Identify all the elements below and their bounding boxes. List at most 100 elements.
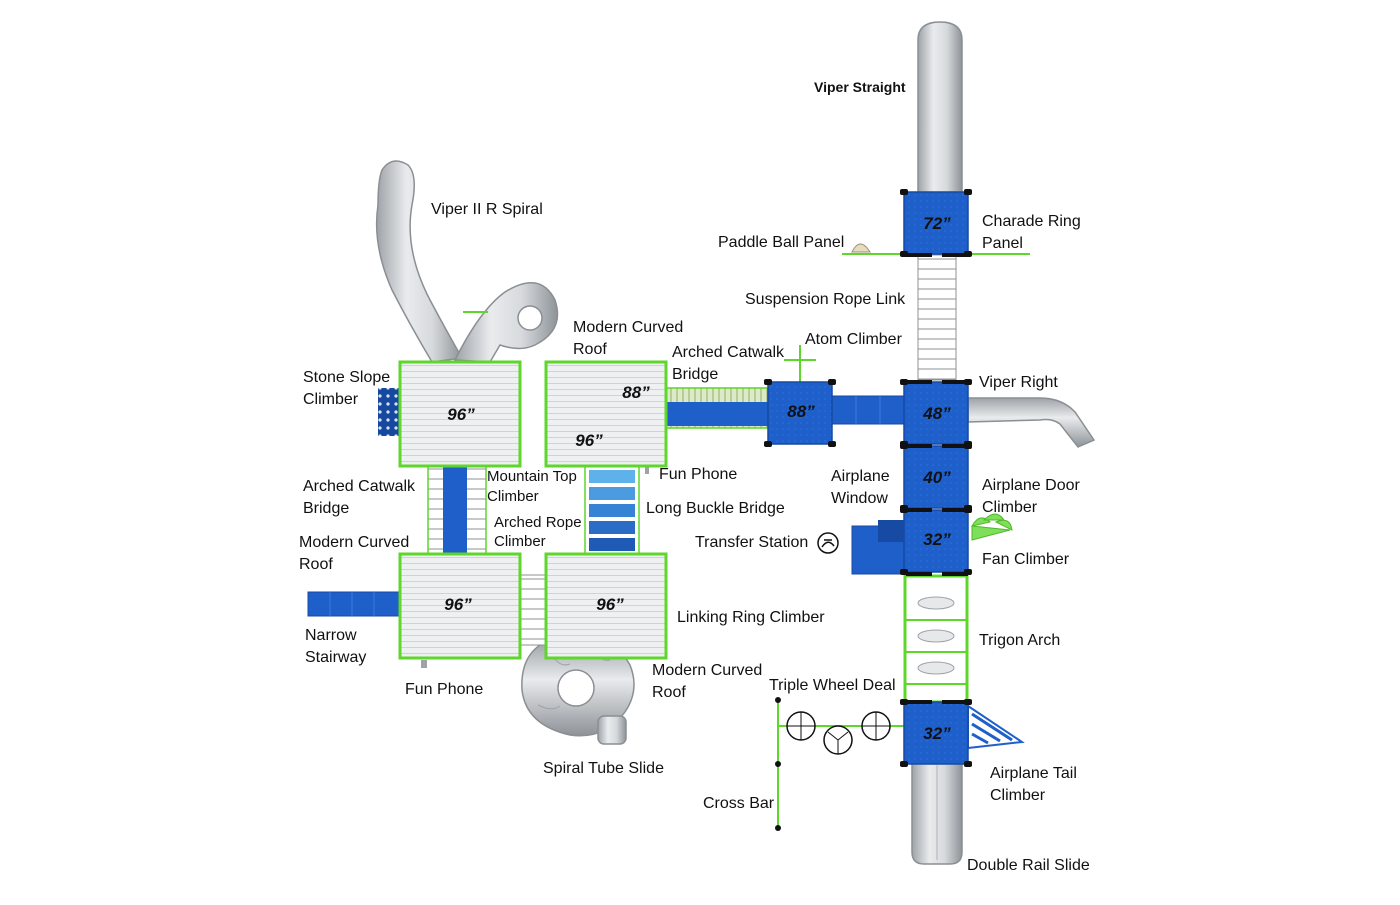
viper-straight-slide <box>917 21 963 201</box>
deck-88-post-0 <box>764 379 772 385</box>
tower-bar-5 <box>942 444 968 448</box>
deck-88-post-1 <box>828 379 836 385</box>
label-airplane-tail-climber-1: Airplane Tail <box>990 765 1077 782</box>
label-arched-catwalk-bridge-top-2: Bridge <box>672 366 719 383</box>
label-modern-curved-roof-left-1: Modern Curved <box>299 534 410 551</box>
label-airplane-door-climber-2: Climber <box>982 499 1038 516</box>
deck-32a-platform <box>903 509 969 573</box>
label-arched-catwalk-bridge-left-1: Arched Catwalk <box>303 478 416 495</box>
label-viper-ii-r-spiral: Viper II R Spiral <box>431 201 543 218</box>
deck-72-size: 72” <box>923 214 951 233</box>
label-mountain-top-climber-1: Mountain Top <box>487 468 577 485</box>
label-modern-curved-roof-bottom-1: Modern Curved <box>652 662 763 679</box>
deck-48-platform <box>903 381 969 445</box>
label-fun-phone-bottom: Fun Phone <box>405 681 484 698</box>
roof-top-right-size-88: 88” <box>622 383 650 402</box>
tower-bar-3 <box>942 380 968 384</box>
label-suspension-rope-link: Suspension Rope Link <box>745 291 906 308</box>
viper-ii-r-spiral-slide <box>375 160 464 363</box>
transfer-station <box>817 520 905 575</box>
tower-bar-11 <box>942 700 968 704</box>
deck-32b-platform <box>903 701 969 765</box>
paddle-ball-panel <box>842 243 904 255</box>
roof-link <box>519 574 547 646</box>
label-fan-climber: Fan Climber <box>982 551 1070 568</box>
tower-bar-4 <box>906 444 932 448</box>
spiral-tube-slide <box>521 641 635 745</box>
label-mountain-top-climber-2: Climber <box>487 488 539 505</box>
long-buckle-bridge <box>584 465 640 555</box>
tower-bar-1 <box>942 253 968 257</box>
label-modern-curved-roof-top-1: Modern Curved <box>573 319 684 336</box>
roof-bottom-left-size: 96” <box>444 595 472 614</box>
label-charade-ring-panel-1: Charade Ring <box>982 213 1081 230</box>
label-trigon-arch: Trigon Arch <box>979 632 1061 649</box>
label-arched-catwalk-bridge-top-1: Arched Catwalk <box>672 344 785 361</box>
stone-slope-climber <box>378 388 400 436</box>
label-spiral-tube-slide: Spiral Tube Slide <box>543 760 664 777</box>
label-arched-rope-climber-2: Climber <box>494 533 546 550</box>
deck-88-post-2 <box>764 441 772 447</box>
deck-32a-size: 32” <box>923 530 951 549</box>
triple-wheel-deal <box>778 711 904 755</box>
label-airplane-door-climber-1: Airplane Door <box>982 477 1080 494</box>
label-charade-ring-panel-2: Panel <box>982 235 1023 252</box>
label-paddle-ball-panel: Paddle Ball Panel <box>718 234 845 251</box>
tower-bar-0 <box>906 253 932 257</box>
label-arched-catwalk-bridge-left-2: Bridge <box>303 500 350 517</box>
label-modern-curved-roof-left-2: Roof <box>299 556 333 573</box>
deck-72-post-1 <box>964 189 972 195</box>
deck-72-platform <box>903 191 969 255</box>
label-triple-wheel-deal: Triple Wheel Deal <box>769 677 896 694</box>
roof-bottom-right-size: 96” <box>596 595 624 614</box>
deck-88-size: 88” <box>787 402 815 421</box>
tower-bar-6 <box>906 508 932 512</box>
deck-40-platform <box>903 445 969 509</box>
label-viper-right: Viper Right <box>979 374 1058 391</box>
catwalk-connector <box>831 395 905 425</box>
fun-phone-bottom-marker <box>421 660 427 668</box>
cross-bar <box>775 697 781 831</box>
deck-88-post-3 <box>828 441 836 447</box>
tower-bar-2 <box>906 380 932 384</box>
deck-32b-post-3 <box>964 761 972 767</box>
roof-top-right-size-96: 96” <box>575 431 603 450</box>
label-airplane-tail-climber-2: Climber <box>990 787 1046 804</box>
label-long-buckle-bridge: Long Buckle Bridge <box>646 500 785 517</box>
label-fun-phone-top: Fun Phone <box>659 466 738 483</box>
label-atom-climber: Atom Climber <box>805 331 902 348</box>
tower-bar-7 <box>942 508 968 512</box>
roof-top-left-size: 96” <box>447 405 475 424</box>
label-stone-slope-climber-1: Stone Slope <box>303 369 391 386</box>
roof-bottom-right <box>544 552 668 660</box>
label-arched-rope-climber-1: Arched Rope <box>494 514 582 531</box>
deck-48-size: 48” <box>922 404 951 423</box>
fan-climber <box>971 513 1013 541</box>
deck-32b-size: 32” <box>923 724 951 743</box>
tower-bar-10 <box>906 700 932 704</box>
label-airplane-window-1: Airplane <box>831 468 890 485</box>
suspension-rope-link <box>917 254 957 381</box>
atom-climber <box>784 345 816 382</box>
deck-88-platform <box>767 381 833 445</box>
label-airplane-window-2: Window <box>831 490 888 507</box>
deck-40-size: 40” <box>922 468 951 487</box>
label-modern-curved-roof-top-2: Roof <box>573 341 607 358</box>
label-modern-curved-roof-bottom-2: Roof <box>652 684 686 701</box>
roof-bottom-left <box>398 552 522 660</box>
deck-32b-post-2 <box>900 761 908 767</box>
tower-bar-9 <box>942 572 968 576</box>
trigon-arch <box>903 574 969 704</box>
label-narrow-stairway-2: Stairway <box>305 649 367 666</box>
label-cross-bar: Cross Bar <box>703 795 775 812</box>
tower-bar-8 <box>906 572 932 576</box>
label-double-rail-slide: Double Rail Slide <box>967 857 1090 874</box>
label-linking-ring-climber: Linking Ring Climber <box>677 609 825 626</box>
roof-top-left <box>398 360 522 468</box>
label-narrow-stairway-1: Narrow <box>305 627 357 644</box>
label-viper-straight: Viper Straight <box>814 79 906 95</box>
narrow-stairway <box>307 591 401 617</box>
label-transfer-station: Transfer Station <box>695 534 809 551</box>
viper-right-slide <box>967 397 1096 448</box>
